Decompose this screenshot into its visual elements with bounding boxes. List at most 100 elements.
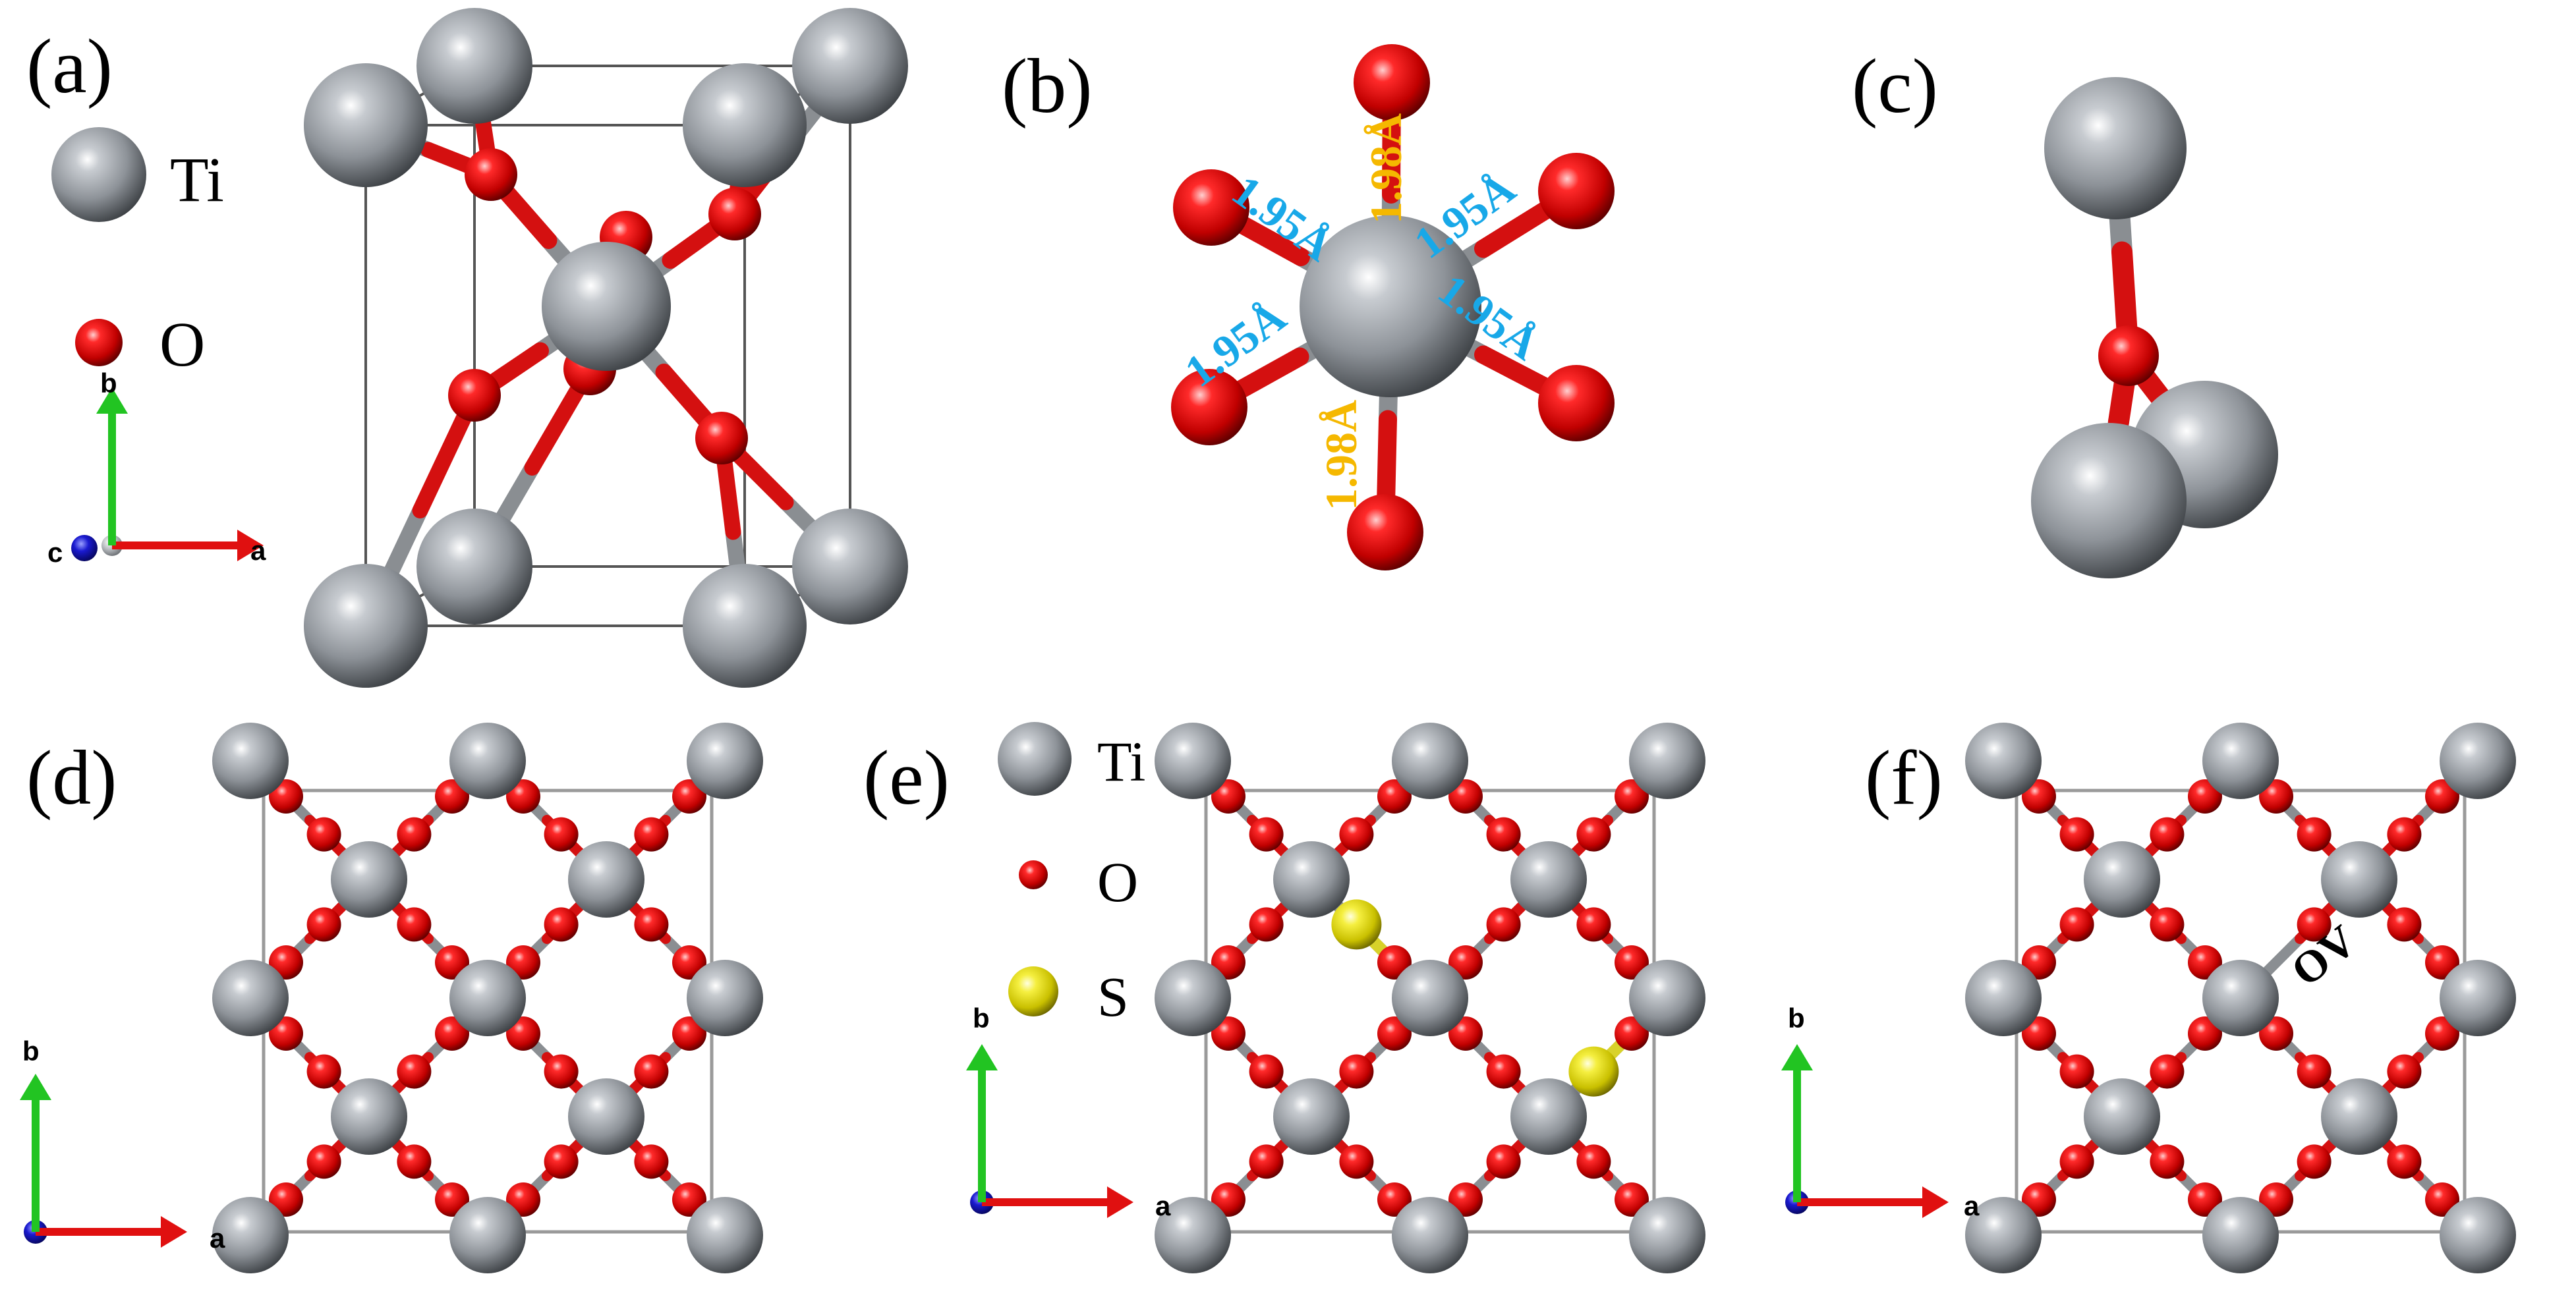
o-atom-e-5b bbox=[1486, 817, 1521, 852]
o-atom-e-4b bbox=[1339, 817, 1374, 852]
axis-b-arrow-e-head bbox=[966, 1044, 998, 1070]
ti-atom-d-corner-6 bbox=[687, 723, 763, 799]
ti-atom-d-corner-4 bbox=[449, 960, 526, 1036]
o-atom-d-15b bbox=[634, 1144, 669, 1179]
o-atom-f-13b bbox=[2387, 907, 2422, 942]
ti-atom-e-corner-5 bbox=[1392, 1197, 1468, 1273]
s-atom-e-6b bbox=[1331, 899, 1382, 950]
ti-atom-a-back-3 bbox=[792, 509, 908, 624]
o-atom-e-15b bbox=[1576, 1144, 1611, 1179]
o-atom-e-8b bbox=[1339, 1054, 1374, 1089]
legend-ti-label: Ti bbox=[170, 144, 224, 215]
o-atom-b-3 bbox=[1171, 369, 1247, 445]
o-atom-f-3b bbox=[2059, 1144, 2094, 1179]
ti-atom-a-back-1 bbox=[792, 8, 908, 124]
o-atom-e-10b bbox=[1339, 1144, 1374, 1179]
legend-o-label: O bbox=[159, 309, 205, 379]
o-atom-f-15b bbox=[2387, 1144, 2422, 1179]
o-atom-e-3b bbox=[1249, 1144, 1284, 1179]
o-atom-f-10b bbox=[2150, 1144, 2185, 1179]
ti-atom-f-body-0 bbox=[2084, 841, 2160, 918]
axis-b-arrow-f-head bbox=[1781, 1044, 1813, 1070]
axis-a-label-e: a bbox=[1155, 1190, 1171, 1221]
o-atom-d-10b bbox=[397, 1144, 432, 1179]
panel-label-d: (d) bbox=[26, 735, 117, 821]
axis-b-label-d: b bbox=[22, 1036, 40, 1067]
bond-label-apical-top: 1.98Å bbox=[1361, 113, 1411, 224]
ti-atom-a-front-1 bbox=[683, 63, 807, 187]
o-atom-f-6b bbox=[2150, 907, 2185, 942]
axis-a-arrow-f-head bbox=[1922, 1186, 1949, 1218]
ti-atom-f-corner-6 bbox=[2440, 723, 2516, 799]
o-atom-f-8b bbox=[2150, 1054, 2185, 1089]
ti-atom-f-corner-2 bbox=[1965, 1197, 2042, 1273]
ti-atom-e-body-2 bbox=[1273, 1078, 1350, 1155]
ti-atom-f-corner-3 bbox=[2202, 723, 2279, 799]
axis-b-arrow-top-head bbox=[96, 387, 128, 414]
o-atom-f-12b bbox=[2387, 817, 2422, 852]
ti-atom-f-corner-8 bbox=[2440, 1197, 2516, 1273]
ti-atom-a-back-0 bbox=[416, 8, 532, 124]
o-atom-d-13b bbox=[634, 907, 669, 942]
ti-atom-d-body-3 bbox=[568, 1078, 644, 1155]
ti-atom-e-corner-1 bbox=[1155, 960, 1231, 1036]
ti-atom-d-corner-8 bbox=[687, 1197, 763, 1273]
ti-atom-f-corner-4 bbox=[2202, 960, 2279, 1036]
o-atom-d-0b bbox=[306, 817, 341, 852]
axis-a-arrow-d-head bbox=[161, 1216, 187, 1248]
legend-e-o-atom bbox=[1019, 860, 1048, 889]
panel-label-f: (f) bbox=[1865, 735, 1943, 821]
o-atom-f-14b bbox=[2387, 1054, 2422, 1089]
legend-e-s-atom bbox=[1008, 966, 1058, 1016]
ti-atom-d-body-1 bbox=[568, 841, 644, 918]
legend-e-ti-label: Ti bbox=[1097, 730, 1145, 793]
o-atom-e-0b bbox=[1249, 817, 1284, 852]
o-atom-b-0 bbox=[1354, 44, 1430, 121]
axis-b-label-e: b bbox=[973, 1003, 990, 1034]
ti-atom-c-front bbox=[2031, 423, 2187, 578]
o-atom-d-11b bbox=[544, 1144, 579, 1179]
o-atom-a-0 bbox=[465, 148, 517, 201]
o-atom-f-7b bbox=[2297, 907, 2332, 942]
o-atom-f-0b bbox=[2059, 817, 2094, 852]
o-atom-a-5 bbox=[695, 412, 748, 464]
o-atom-f-1b bbox=[2059, 907, 2094, 942]
ti-atom-f-corner-0 bbox=[1965, 723, 2042, 799]
o-atom-d-7b bbox=[544, 907, 579, 942]
o-atom-f-2b bbox=[2059, 1054, 2094, 1089]
panel-label-a: (a) bbox=[26, 23, 113, 109]
ti-atom-f-corner-7 bbox=[2440, 960, 2516, 1036]
o-atom-e-11b bbox=[1486, 1144, 1521, 1179]
axis-a-label-top: a bbox=[250, 535, 266, 566]
ti-atom-d-corner-2 bbox=[212, 1197, 289, 1273]
panel-label-c: (c) bbox=[1852, 43, 1938, 129]
o-atom-a-2 bbox=[708, 188, 761, 240]
ti-atom-e-corner-8 bbox=[1629, 1197, 1705, 1273]
bond-label-apical-bottom: 1.98Å bbox=[1316, 400, 1366, 511]
ti-atom-f-body-2 bbox=[2084, 1078, 2160, 1155]
ti-atom-e-corner-2 bbox=[1155, 1197, 1231, 1273]
o-atom-f-5b bbox=[2297, 817, 2332, 852]
panel-label-b: (b) bbox=[1002, 43, 1093, 129]
ti-atom-e-corner-4 bbox=[1392, 960, 1468, 1036]
ti-atom-e-corner-3 bbox=[1392, 723, 1468, 799]
o-atom-d-4b bbox=[397, 817, 432, 852]
ti-atom-d-corner-3 bbox=[449, 723, 526, 799]
o-atom-a-3 bbox=[448, 369, 501, 422]
o-atom-b-4 bbox=[1538, 365, 1615, 441]
o-atom-c bbox=[2098, 325, 2159, 386]
o-atom-e-1b bbox=[1249, 907, 1284, 942]
o-atom-b-2 bbox=[1538, 153, 1615, 229]
axis-a-label-f: a bbox=[1964, 1190, 1980, 1221]
axis-b-arrow-d-head bbox=[20, 1074, 51, 1100]
o-atom-d-12b bbox=[634, 817, 669, 852]
ti-atom-a-front-0 bbox=[304, 63, 428, 187]
legend-o-atom bbox=[75, 319, 123, 366]
ti-atom-d-corner-1 bbox=[212, 960, 289, 1036]
legend-ti-atom bbox=[51, 127, 146, 222]
axis-a-arrow-e-head bbox=[1107, 1186, 1133, 1218]
ti-atom-d-corner-7 bbox=[687, 960, 763, 1036]
axis-a-arrow-top-head bbox=[237, 530, 264, 561]
